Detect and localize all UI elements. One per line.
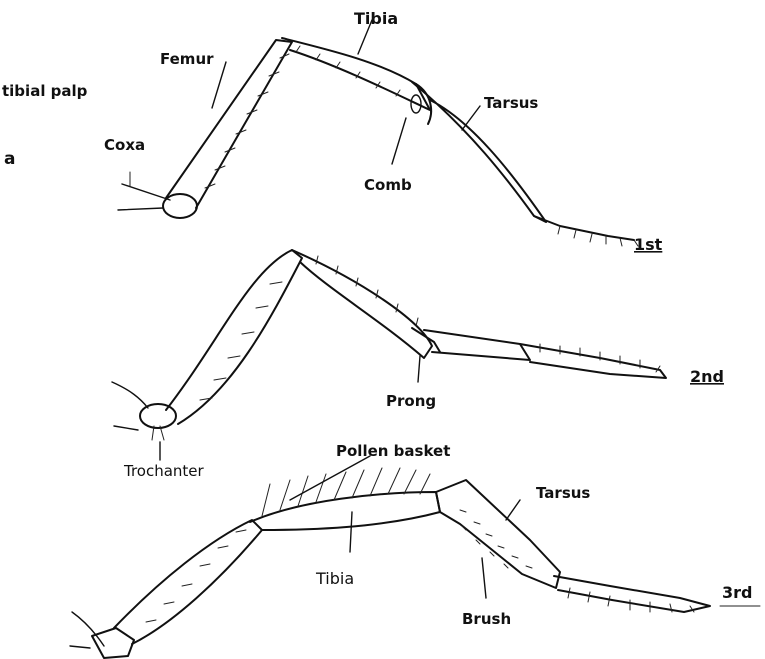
- label-tibial-palp: tibial palp: [2, 82, 88, 100]
- pollen-basket-pointer: [290, 456, 370, 500]
- brush-pointer: [482, 558, 486, 598]
- tibia-2: [292, 250, 432, 358]
- label-comb: Comb: [364, 176, 412, 194]
- tibia-1: [282, 38, 430, 110]
- label-prong: Prong: [386, 392, 436, 410]
- coxa-2: [140, 404, 176, 428]
- tarsus-1-tip: [534, 216, 634, 240]
- comb-pointer: [392, 118, 406, 164]
- label-tibia-top: Tibia: [354, 9, 398, 28]
- prong-pointer: [418, 356, 420, 382]
- label-pollen-basket: Pollen basket: [336, 442, 450, 460]
- label-tarsus-top: Tarsus: [484, 94, 538, 112]
- leg-2: [112, 250, 666, 440]
- trochanter-3: [92, 628, 134, 658]
- label-tarsus-bottom: Tarsus: [536, 484, 590, 502]
- label-1st: 1st: [634, 235, 663, 254]
- label-2nd: 2nd: [690, 367, 724, 386]
- tarsus-2-base: [424, 330, 530, 360]
- tibia-3: [250, 492, 440, 530]
- label-tibia-bottom: Tibia: [315, 569, 354, 588]
- tarsus-pointer: [462, 106, 480, 130]
- label-a: a: [4, 149, 15, 169]
- label-femur: Femur: [160, 50, 214, 68]
- label-brush: Brush: [462, 610, 511, 628]
- coxa-1: [163, 194, 197, 218]
- tarsus-3-pointer: [506, 500, 520, 520]
- femur-2: [166, 250, 302, 424]
- tibia-3-pointer: [350, 512, 352, 552]
- coxa-1-stub: [118, 208, 163, 210]
- label-coxa: Coxa: [104, 136, 145, 154]
- femur-pointer: [212, 62, 226, 108]
- label-3rd: 3rd: [722, 583, 752, 602]
- label-trochanter: Trochanter: [123, 462, 205, 480]
- tarsus-3-tip: [554, 576, 710, 612]
- coxa-1-pointer: [122, 184, 170, 200]
- femur-3: [114, 520, 262, 644]
- tarsus-2: [520, 344, 666, 378]
